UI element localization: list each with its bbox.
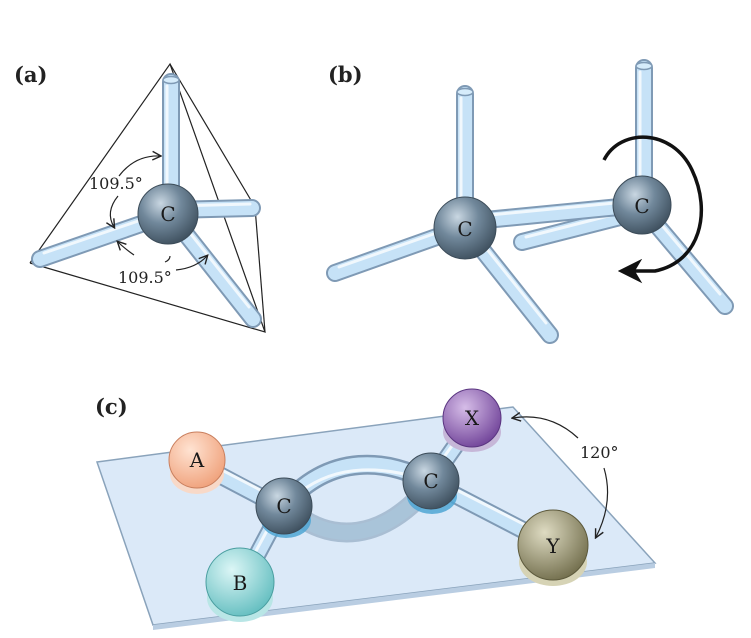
carbon-atom-a: C xyxy=(137,183,199,245)
angle-arrow-bottom-right xyxy=(175,256,207,271)
svg-text:C: C xyxy=(160,202,175,226)
svg-text:X: X xyxy=(465,406,480,430)
svg-text:C: C xyxy=(423,469,438,493)
panel-b-label: (b) xyxy=(328,62,363,87)
svg-text:B: B xyxy=(233,571,248,595)
angle-label-120: 120° xyxy=(580,443,619,462)
angle-label-upper: 109.5° xyxy=(89,174,143,193)
angle-arc-bottom xyxy=(164,255,171,263)
panel-c: (c) xyxy=(95,388,657,630)
rotation-arrow xyxy=(602,135,704,284)
panel-c-label: (c) xyxy=(95,394,128,419)
svg-text:C: C xyxy=(634,194,649,218)
angle-arrow-top xyxy=(118,156,160,177)
svg-text:C: C xyxy=(276,494,291,518)
atom-A: A xyxy=(168,431,226,494)
tetrahedron-outline xyxy=(29,62,266,333)
atom-B: B xyxy=(205,547,275,622)
panel-b: (b) xyxy=(326,59,734,344)
panel-a-label: (a) xyxy=(14,62,47,87)
carbon-atom-c-right: C xyxy=(402,452,460,514)
angle-arrow-120-lower xyxy=(596,467,609,537)
carbon-atom-b-left: C xyxy=(433,196,497,260)
carbon-atom-c-left: C xyxy=(255,477,313,538)
svg-text:Y: Y xyxy=(545,534,560,558)
angle-label-lower: 109.5° xyxy=(118,268,172,287)
panel-a: (a) xyxy=(14,62,266,333)
angle-arrow-120 xyxy=(513,417,579,439)
carbon-atom-b-right: C xyxy=(612,175,672,235)
angle-arrow-bottom-left xyxy=(118,242,135,256)
svg-text:A: A xyxy=(189,448,205,472)
angle-arrow-left xyxy=(110,195,119,227)
atom-Y: Y xyxy=(517,509,589,586)
atom-X: X xyxy=(442,388,502,452)
svg-text:C: C xyxy=(457,217,472,241)
